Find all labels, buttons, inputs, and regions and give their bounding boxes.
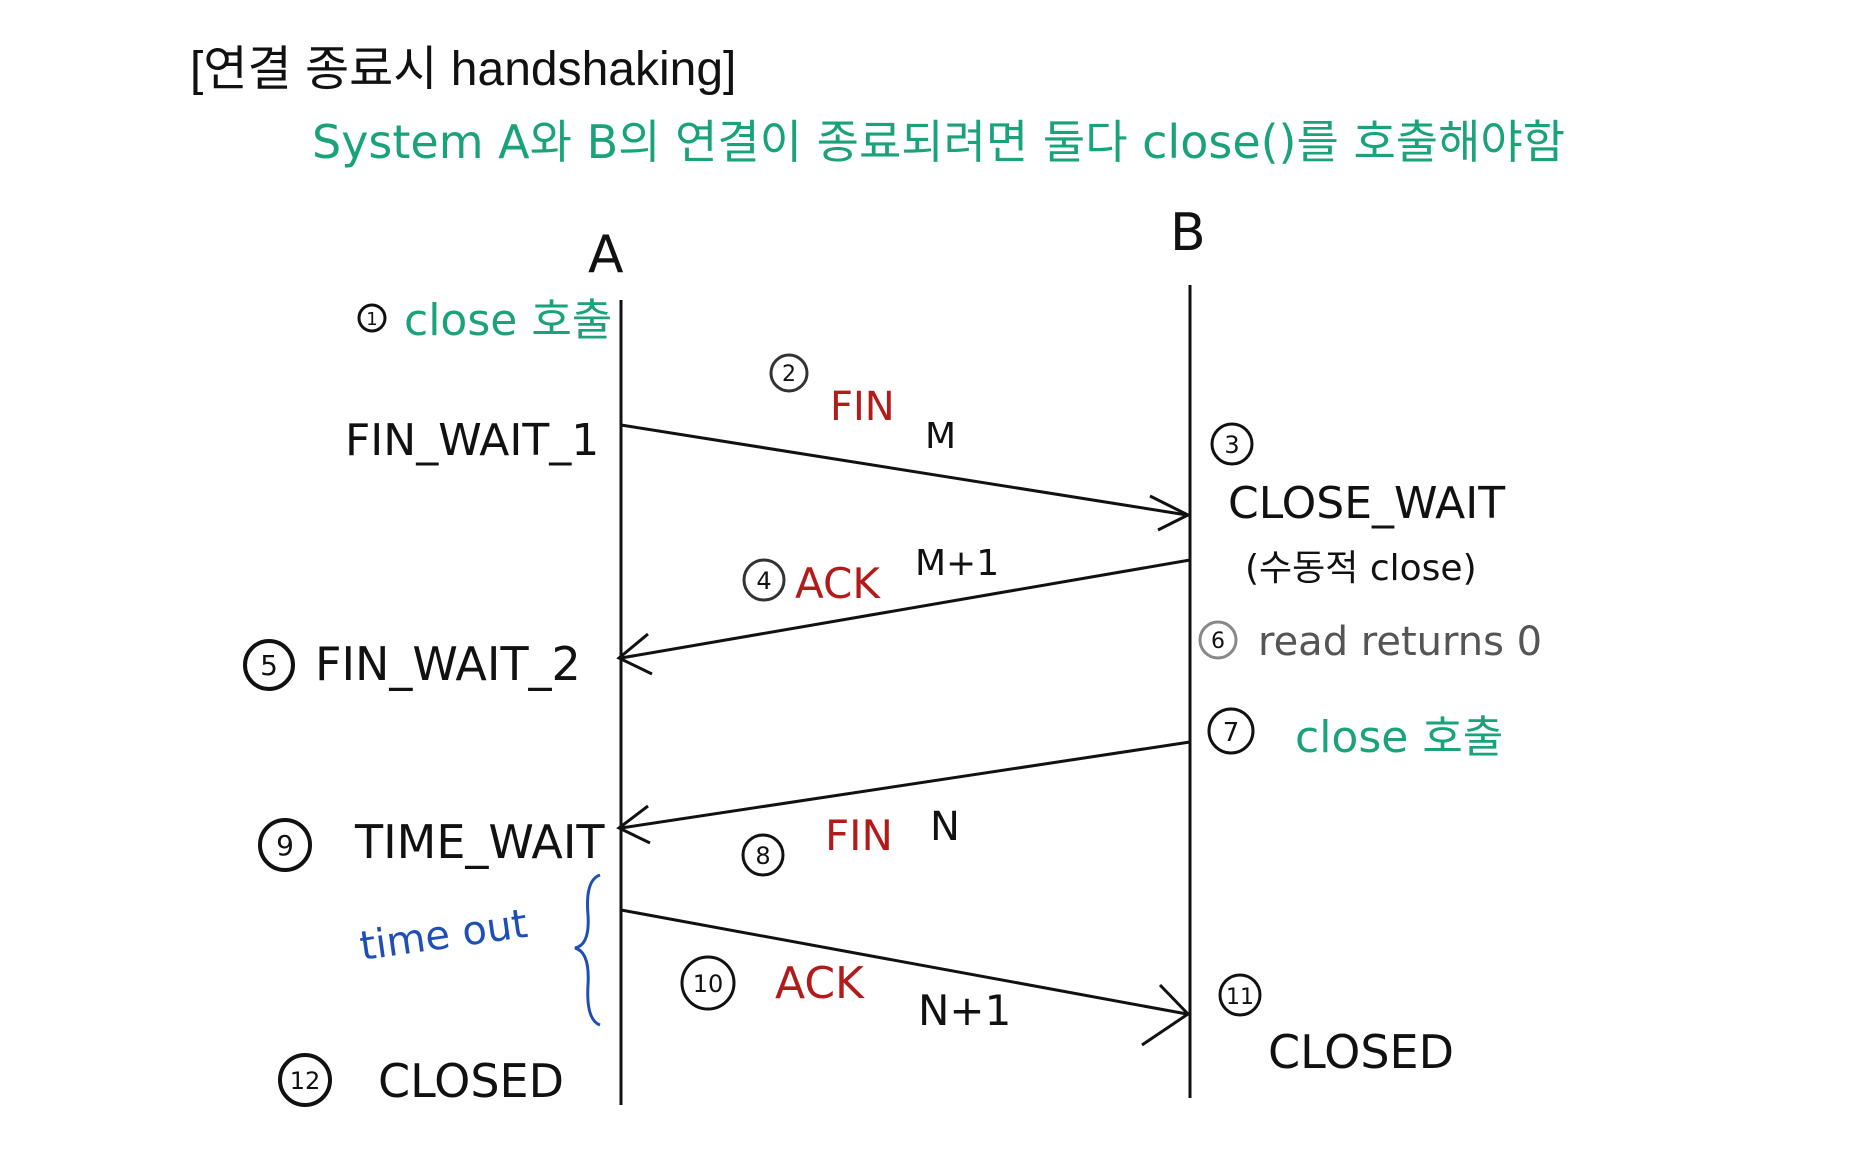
state-closed-b: CLOSED (1268, 1025, 1454, 1079)
arrow-ack-m1 (616, 558, 1191, 676)
step-4-seq: M+1 (915, 543, 999, 584)
step-1-number: 1 (366, 309, 377, 330)
step-12-number: 12 (290, 1067, 321, 1095)
step-6-circle (1198, 620, 1238, 660)
state-close-wait: CLOSE_WAIT (1228, 478, 1505, 529)
step-1-text: close 호출 (404, 295, 612, 346)
step-8: 8 FIN N (741, 804, 960, 877)
step-7-number: 7 (1223, 718, 1240, 748)
step-5-circle (243, 639, 295, 691)
step-7: 7 close 호출 (1207, 707, 1503, 763)
arrow-fin-m (620, 423, 1192, 532)
step-1: 1 close 호출 (357, 295, 612, 346)
step-12-circle (278, 1053, 332, 1107)
step-3-number: 3 (1224, 431, 1239, 459)
step-8-circle (741, 833, 785, 877)
step-11-circle (1218, 973, 1262, 1017)
node-a-label: A (588, 225, 624, 285)
step-12: 12 CLOSED (278, 1053, 564, 1108)
node-b-label: B (1170, 203, 1206, 263)
step-8-label: FIN (825, 811, 893, 860)
step-3-circle (1210, 422, 1254, 466)
arrow-fin-m-line (620, 423, 1188, 517)
step-2-circle (769, 353, 809, 393)
arrow-fin-n (616, 740, 1191, 845)
step-7-text: close 호출 (1295, 712, 1503, 763)
step-6: 6 read returns 0 (1198, 619, 1542, 665)
step-10-seq: N+1 (918, 986, 1011, 1035)
arrow-fin-n-line (620, 740, 1191, 830)
step-10: 10 ACK N+1 (680, 955, 1011, 1035)
step-9: 9 TIME_WAIT (258, 815, 605, 872)
state-fin-wait-2: FIN_WAIT_2 (315, 637, 581, 691)
arrow-fin-m-head (1149, 494, 1192, 532)
step-11: 11 CLOSED (1218, 973, 1454, 1079)
timeout-brace-path (574, 873, 601, 1027)
state-close-wait-note: (수동적 close) (1245, 548, 1477, 589)
step-10-number: 10 (693, 970, 724, 998)
step-6-text: read returns 0 (1258, 619, 1542, 665)
step-2-seq: M (925, 416, 956, 457)
timeout-brace: time out (357, 873, 601, 1027)
arrow-ack-m1-line (620, 558, 1191, 660)
state-closed-a: CLOSED (378, 1054, 564, 1108)
step-3: 3 CLOSE_WAIT (수동적 close) (1210, 422, 1505, 589)
step-10-circle (680, 955, 736, 1011)
step-4: 4 ACK M+1 (742, 543, 999, 608)
step-2-label: FIN (830, 384, 895, 430)
step-5: 5 FIN_WAIT_2 (243, 637, 581, 691)
step-6-number: 6 (1211, 629, 1225, 654)
state-fin-wait-1: FIN_WAIT_1 (345, 415, 599, 466)
state-time-wait: TIME_WAIT (354, 815, 605, 869)
step-1-circle (357, 303, 387, 333)
step-4-circle (742, 558, 786, 602)
arrow-ack-n1-line (620, 908, 1188, 1016)
step-9-number: 9 (276, 829, 294, 862)
step-8-number: 8 (755, 842, 770, 870)
step-4-number: 4 (756, 567, 771, 595)
step-2: 2 FIN M (769, 353, 956, 457)
step-10-label: ACK (775, 958, 865, 1009)
arrow-ack-n1-head (1141, 983, 1191, 1047)
step-4-label: ACK (795, 559, 881, 608)
step-9-circle (258, 818, 312, 872)
arrow-ack-n1 (620, 908, 1191, 1047)
step-11-number: 11 (1226, 985, 1254, 1010)
subtitle: System A와 B의 연결이 종료되려면 둘다 close()를 호출해야함 (312, 115, 1565, 169)
step-7-circle (1207, 707, 1255, 755)
arrow-fin-n-head (616, 804, 651, 845)
step-2-number: 2 (782, 362, 796, 387)
timeout-label: time out (357, 901, 530, 970)
arrow-ack-m1-head (616, 632, 653, 676)
page-title: [연결 종료시 handshaking] (190, 43, 736, 96)
step-5-number: 5 (260, 649, 278, 682)
step-8-seq: N (930, 804, 960, 850)
